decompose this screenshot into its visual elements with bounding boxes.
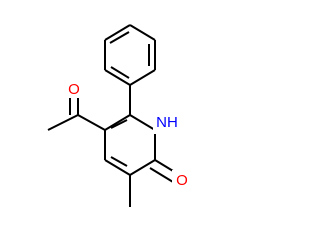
bond bbox=[47, 114, 79, 131]
molecule-structure: O NH O bbox=[47, 24, 192, 207]
acetyl-group bbox=[47, 97, 106, 131]
phenyl-ring bbox=[104, 24, 156, 86]
label-mask bbox=[153, 112, 179, 134]
label-mask bbox=[172, 170, 192, 188]
double-bond-inner bbox=[110, 119, 128, 129]
double-bond bbox=[149, 167, 174, 183]
pyridinone-ring bbox=[104, 114, 156, 176]
atom-labels: O NH O bbox=[66, 80, 192, 189]
bond bbox=[104, 24, 131, 41]
bond bbox=[129, 159, 156, 176]
double-bond-inner bbox=[109, 31, 130, 44]
ring-nitrogen-label: NH bbox=[156, 114, 178, 131]
bond bbox=[104, 159, 131, 176]
bond bbox=[104, 69, 131, 86]
bond bbox=[129, 114, 156, 131]
acetyl-oxygen-label: O bbox=[68, 81, 80, 98]
double-bond-inner bbox=[110, 66, 130, 79]
bond bbox=[129, 69, 156, 86]
bond bbox=[77, 114, 106, 131]
carbonyl-oxygen-label: O bbox=[176, 172, 188, 189]
double-bond-inner bbox=[110, 156, 128, 167]
label-mask bbox=[66, 80, 84, 98]
bond bbox=[104, 114, 131, 131]
bond bbox=[129, 24, 156, 41]
